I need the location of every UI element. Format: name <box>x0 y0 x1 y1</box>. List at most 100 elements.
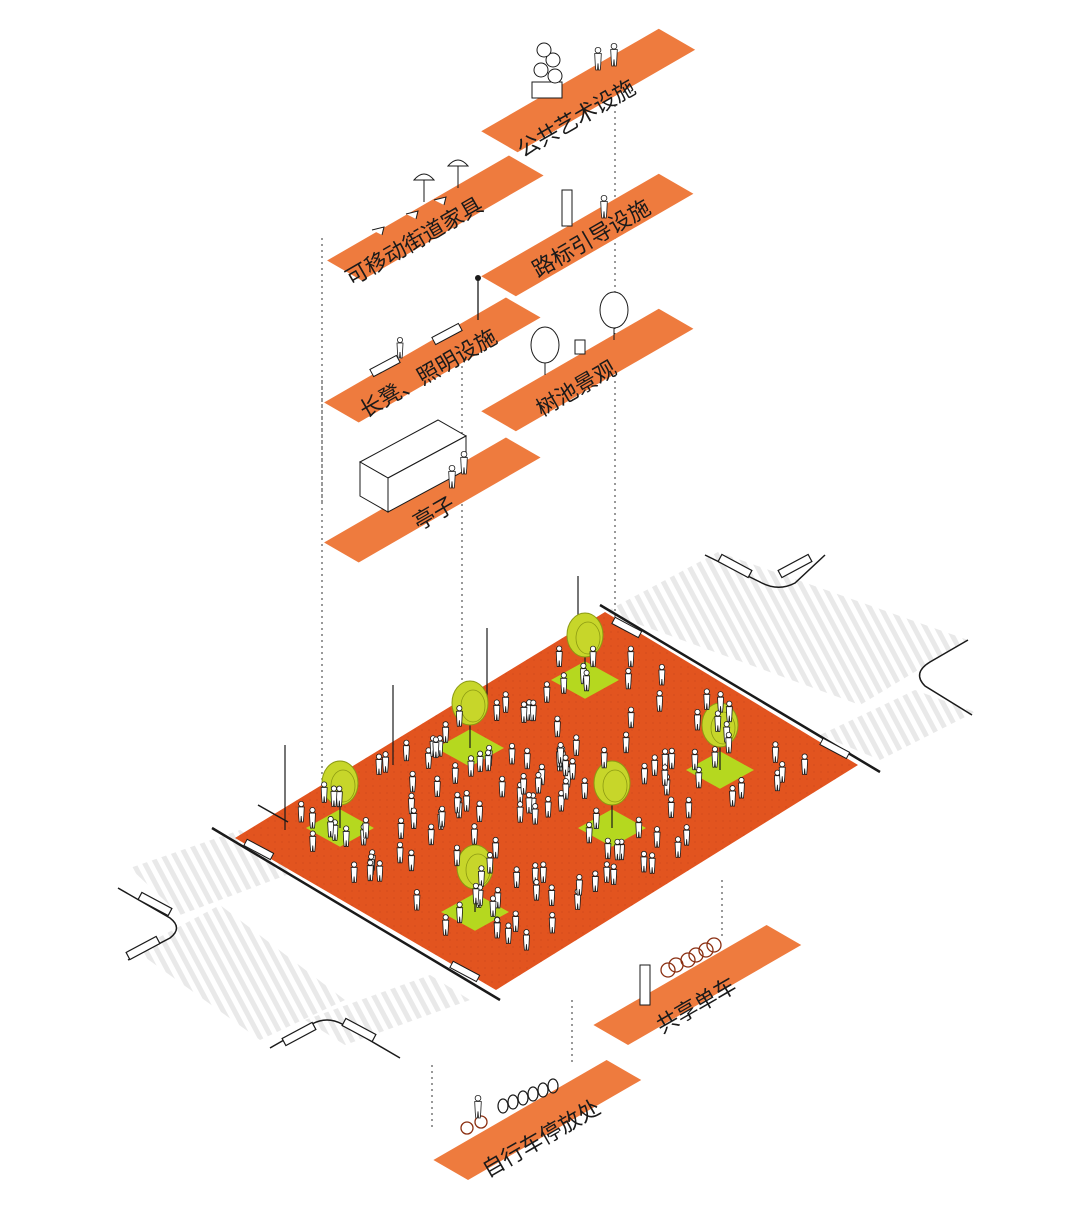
person-figure <box>641 762 648 785</box>
person-figure <box>382 751 389 773</box>
person-figure <box>335 785 343 808</box>
person-figure <box>516 801 524 823</box>
person-figure <box>453 791 461 814</box>
person-figure <box>472 882 480 905</box>
person-figure <box>534 772 542 794</box>
person-figure <box>778 761 786 783</box>
kiosk-icon <box>358 419 468 513</box>
person-figure <box>703 688 711 710</box>
person-figure <box>610 42 618 67</box>
person-figure <box>425 747 432 769</box>
person-figure <box>396 841 404 864</box>
person-figure <box>539 861 547 883</box>
person-figure <box>484 749 492 772</box>
person-figure <box>478 865 485 887</box>
layer-public-art: 公共艺术设施 <box>481 28 696 163</box>
person-figure <box>674 836 682 858</box>
person-figure <box>594 46 602 71</box>
person-figure <box>342 825 350 847</box>
layer-bike-parking: 自行车停放处 <box>433 1060 642 1183</box>
person-figure <box>523 929 530 951</box>
person-figure <box>543 681 551 703</box>
person-figure <box>725 700 733 723</box>
person-figure <box>309 807 316 829</box>
person-figure <box>572 734 580 756</box>
person-figure <box>569 758 576 780</box>
person-figure <box>589 645 597 668</box>
person-figure <box>694 708 701 731</box>
person-figure <box>531 862 539 884</box>
person-figure <box>725 731 733 754</box>
person-figure <box>327 816 335 838</box>
person-figure <box>695 766 703 789</box>
street-network <box>117 552 975 1059</box>
person-figure <box>585 821 593 844</box>
person-figure <box>627 706 635 729</box>
person-figure <box>523 747 531 770</box>
person-figure <box>560 672 568 694</box>
person-figure <box>409 770 417 793</box>
person-figure <box>309 830 317 852</box>
person-figure <box>529 699 537 722</box>
person-figure <box>453 844 461 867</box>
person-figure <box>801 753 809 775</box>
person-figure <box>474 1094 482 1119</box>
person-figure <box>583 669 591 692</box>
person-figure <box>729 785 736 807</box>
person-figure <box>591 870 599 892</box>
person-figure <box>603 861 611 883</box>
person-figure <box>610 863 618 885</box>
person-figure <box>513 866 521 888</box>
plaza-people <box>297 645 809 951</box>
curb-left <box>117 887 178 961</box>
layer-bike-share: 共享单车 <box>593 925 802 1045</box>
person-figure <box>544 796 552 818</box>
person-figure <box>667 796 675 818</box>
person-figure <box>427 823 435 846</box>
signpost-icon <box>561 189 608 227</box>
person-figure <box>463 790 471 812</box>
person-figure <box>451 762 459 784</box>
person-figure <box>508 742 516 765</box>
person-figure <box>442 914 450 936</box>
person-figure <box>320 781 328 803</box>
person-figure <box>375 753 383 776</box>
person-figure <box>489 895 497 917</box>
person-figure <box>562 754 569 777</box>
person-figure <box>653 826 661 848</box>
person-figure <box>493 699 501 721</box>
person-figure <box>512 910 520 933</box>
person-figure <box>492 836 500 859</box>
layer-platform <box>433 1060 642 1180</box>
person-figure <box>413 889 421 911</box>
person-figure <box>548 911 556 934</box>
person-figure <box>486 852 494 874</box>
crosswalk-bottom-left <box>135 905 345 1040</box>
person-figure <box>397 817 405 839</box>
person-figure <box>366 859 374 882</box>
person-figure <box>456 901 464 924</box>
person-figure <box>714 710 722 732</box>
person-figure <box>555 645 563 667</box>
person-figure <box>658 664 666 686</box>
person-figure <box>520 773 528 795</box>
crosswalk-right <box>820 690 975 760</box>
person-figure <box>525 791 533 814</box>
person-figure <box>476 750 484 773</box>
person-figure <box>520 701 528 723</box>
person-figure <box>711 746 719 768</box>
person-figure <box>402 739 410 762</box>
person-figure <box>362 817 370 839</box>
person-figure <box>661 764 669 786</box>
bike-share-icon <box>639 937 722 1006</box>
curb-top <box>704 554 826 588</box>
person-figure <box>624 667 632 690</box>
person-figure <box>592 807 600 830</box>
person-figure <box>581 777 589 799</box>
person-figure <box>407 849 415 872</box>
person-figure <box>717 691 724 713</box>
layer-platform <box>324 297 541 423</box>
person-figure <box>668 747 676 770</box>
person-figure <box>635 816 643 839</box>
umbrella-table-icon <box>371 159 470 236</box>
